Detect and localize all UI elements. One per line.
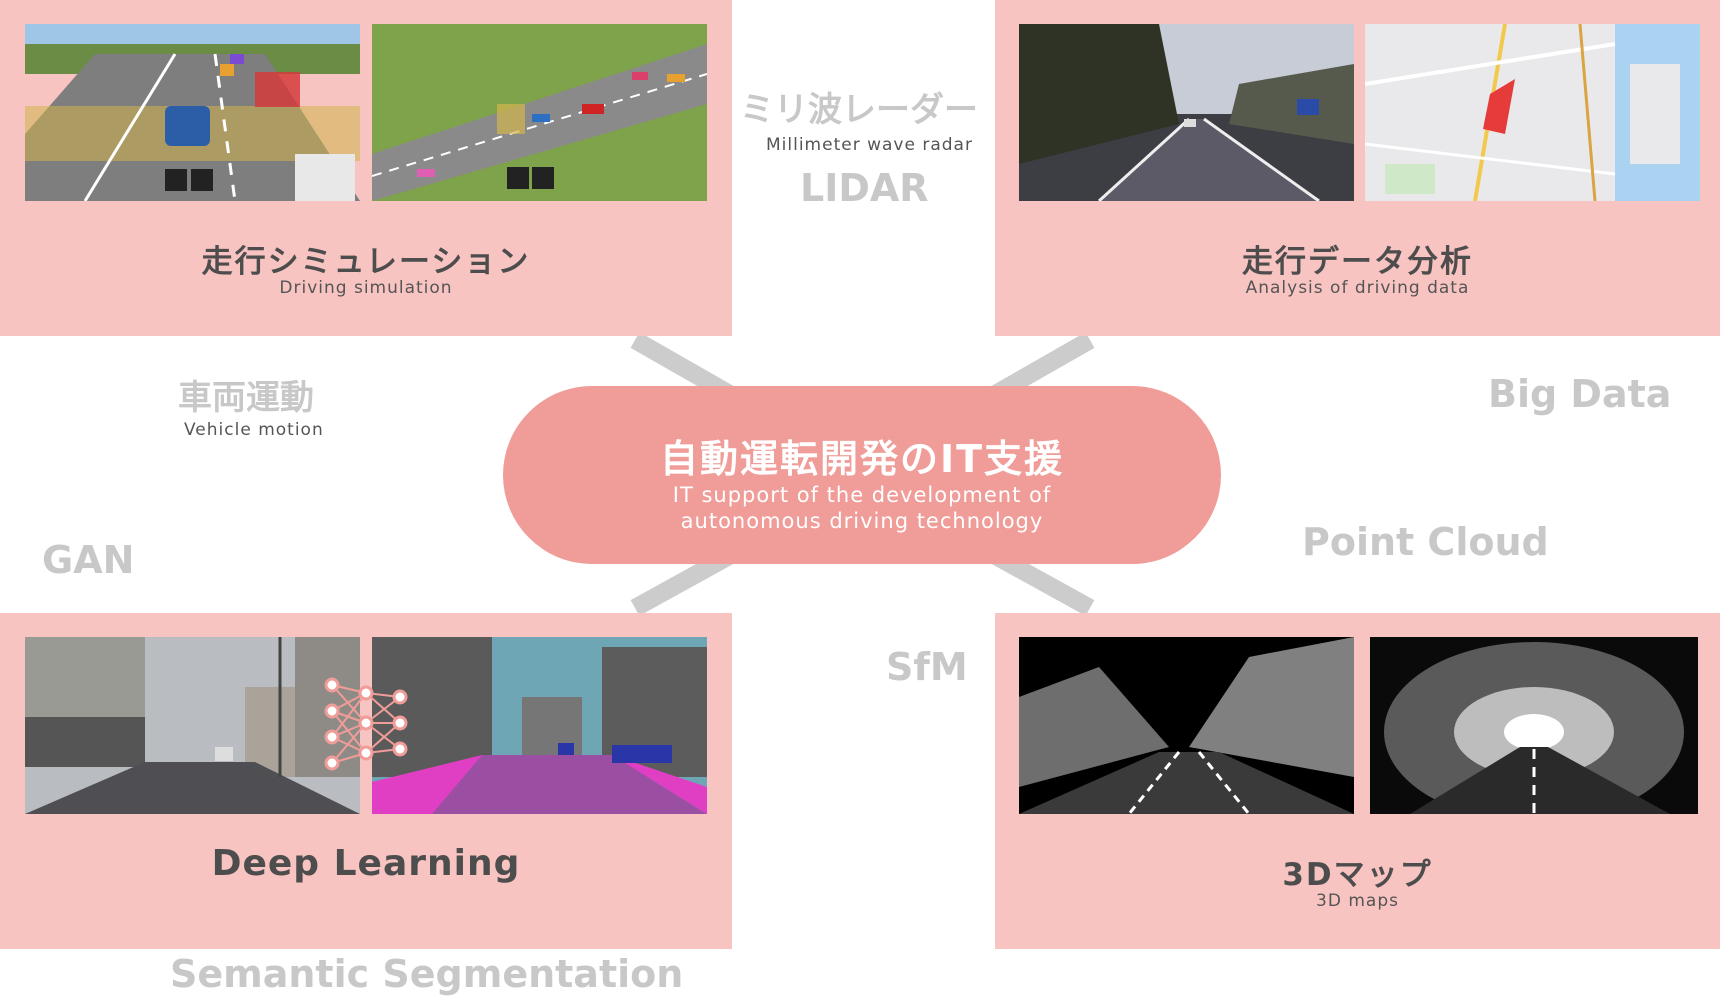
dashcam-road-image	[1019, 24, 1354, 201]
keyword-mmwave-radar: ミリ波レーダー	[740, 90, 978, 130]
simulation-aerial-image	[372, 24, 707, 201]
keyword-vehicle-motion-sub: Vehicle motion	[184, 420, 324, 440]
panel-subtitle: Driving simulation	[279, 278, 453, 298]
keyword-sfm: SfM	[886, 645, 968, 689]
keyword-gan: GAN	[42, 538, 135, 582]
center-topic: 自動運転開発のIT支援 IT support of the developmen…	[503, 386, 1221, 564]
map-image	[1365, 24, 1700, 201]
point-cloud-road-image	[1019, 637, 1354, 814]
keyword-lidar: LIDAR	[800, 166, 929, 210]
center-subtitle-line2: autonomous driving technology	[680, 509, 1044, 533]
panel-subtitle: 3D maps	[1316, 891, 1399, 911]
point-cloud-tunnel-image	[1370, 637, 1698, 814]
panel-driving-simulation: 走行シミュレーション Driving simulation	[0, 0, 732, 336]
center-subtitle-line1: IT support of the development of	[672, 483, 1052, 507]
panel-title: Deep Learning	[211, 843, 521, 884]
keyword-mmwave-radar-sub: Millimeter wave radar	[766, 135, 973, 155]
center-title: 自動運転開発のIT支援	[659, 437, 1065, 481]
segmentation-image	[372, 637, 707, 814]
panel-subtitle: Analysis of driving data	[1245, 278, 1470, 298]
simulation-highway-image	[25, 24, 360, 201]
keyword-vehicle-motion: 車両運動	[178, 378, 314, 418]
panel-deep-learning: Deep Learning	[0, 613, 732, 949]
panel-title: 走行データ分析	[1242, 244, 1473, 280]
street-photo-image	[25, 637, 360, 814]
keyword-point-cloud: Point Cloud	[1302, 520, 1549, 564]
center-subtitle: IT support of the development of autonom…	[503, 482, 1221, 534]
panel-driving-data: 走行データ分析 Analysis of driving data	[995, 0, 1720, 336]
panel-title: 走行シミュレーション	[201, 244, 531, 280]
neural-network-icon	[324, 677, 408, 771]
panel-3d-maps: 3Dマップ 3D maps	[995, 613, 1720, 949]
panel-title: 3Dマップ	[1282, 857, 1433, 893]
keyword-big-data: Big Data	[1488, 372, 1672, 416]
keyword-semantic-segmentation: Semantic Segmentation	[170, 952, 684, 996]
